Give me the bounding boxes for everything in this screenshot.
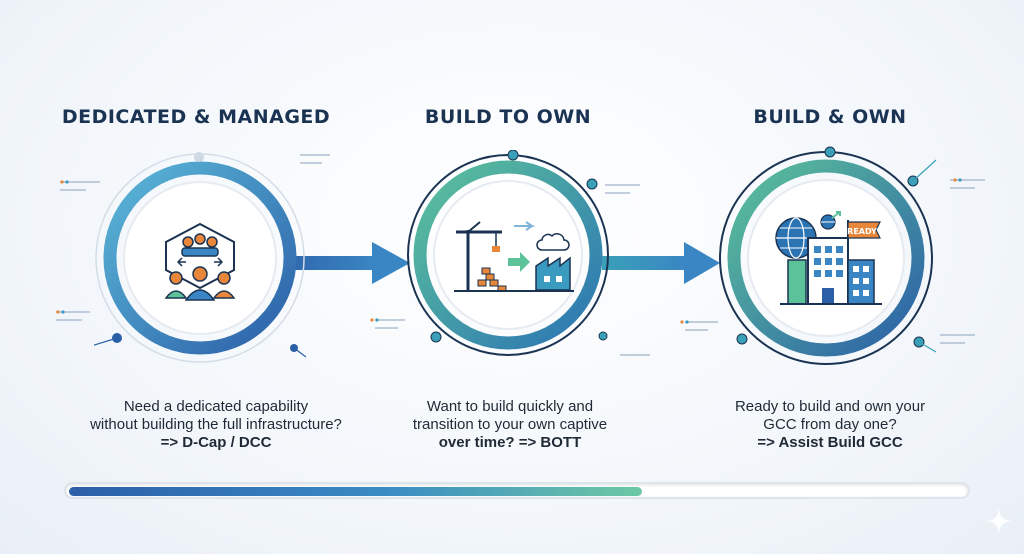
stage-2-title: BUILD TO OWN [424,106,592,128]
ready-building-icon: READY [775,211,882,305]
stage-1-line-3: => D-Cap / DCC [160,434,272,451]
sparkle-icon [986,508,1012,534]
stage-1-title: DEDICATED & MANAGED [61,106,331,128]
ready-flag-label: READY [847,227,877,236]
stage-2-line-1: Want to build quickly and [426,398,594,415]
stage-1-ring [94,152,306,363]
stage-3-description: Ready to build and own your GCC from day… [680,398,980,452]
decor-dots [56,178,962,324]
stage-3-line-1: Ready to build and own your [734,398,926,415]
team-network-icon [164,222,236,301]
stage-1-description: Need a dedicated capability without buil… [66,398,366,452]
arrow-2 [602,242,720,284]
stage-1-line-2: without building the full infrastructure… [90,416,342,433]
stage-2-line-2: transition to your own captive [412,416,608,433]
stage-3-line-2: GCC from day one? [763,416,897,433]
stage-1-line-1: Need a dedicated capability [123,398,309,415]
progress-fill [69,487,642,496]
construction-transfer-icon [454,221,574,292]
arrow-1 [285,242,410,284]
progress-track [64,482,970,499]
stage-3-title: BUILD & OWN [753,106,907,128]
stage-3-line-3: => Assist Build GCC [757,434,903,451]
stage-2-description: Want to build quickly and transition to … [360,398,660,452]
stage-2-line-3: over time? => BOTT [438,434,582,451]
